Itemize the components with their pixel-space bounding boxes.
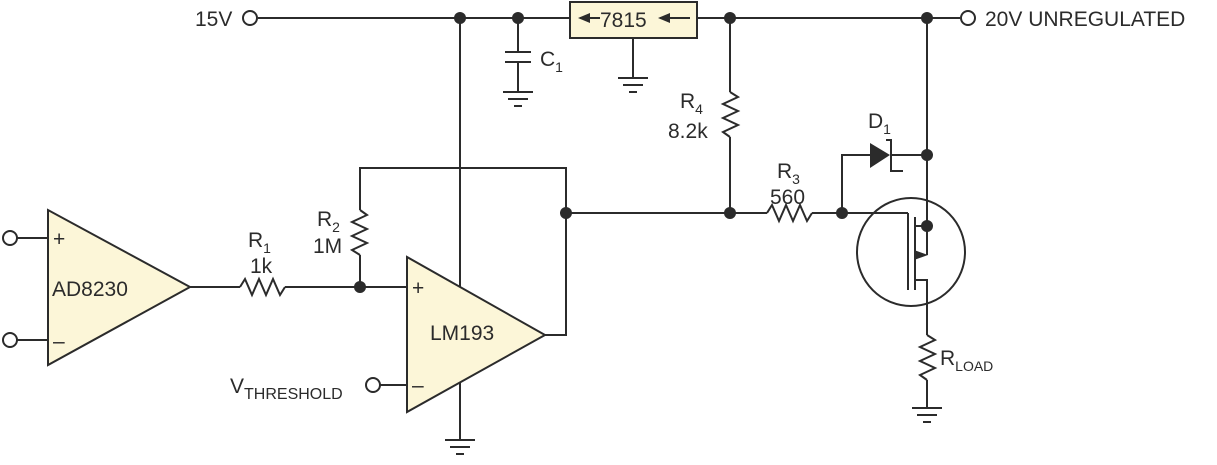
comparator-lm193: LM193 + –	[365, 18, 548, 414]
input-terminal-minus	[2, 332, 18, 348]
r3-value: 560	[770, 186, 805, 209]
capacitor-c1	[503, 18, 533, 107]
resistor-r4	[720, 18, 741, 213]
resistor-r1	[190, 276, 407, 298]
r1-label: R1	[248, 229, 271, 256]
ground-icon	[445, 439, 475, 455]
label-15v: 15V	[195, 8, 232, 31]
ground-icon	[618, 77, 648, 93]
regulator-7815: 7815	[569, 1, 698, 93]
svg-text:–: –	[53, 330, 65, 353]
rload-label: RLOAD	[940, 347, 993, 374]
svg-text:–: –	[412, 374, 424, 397]
svg-text:+: +	[53, 228, 65, 251]
lm193-label: LM193	[430, 322, 494, 345]
regulator-label: 7815	[600, 9, 647, 32]
r2-label: R2	[317, 208, 340, 235]
terminal-vthreshold	[365, 377, 381, 393]
ground-icon	[912, 407, 942, 423]
terminal-20v	[960, 10, 976, 26]
r2-value: 1M	[313, 235, 342, 258]
r3-label: R3	[777, 160, 800, 187]
r4-label: R4	[680, 90, 703, 117]
input-terminal-plus	[2, 230, 18, 246]
ground-icon	[503, 91, 533, 107]
terminal-15v	[242, 10, 258, 26]
r4-value: 8.2k	[668, 120, 708, 143]
vthreshold-label: VTHRESHOLD	[230, 375, 343, 403]
mosfet	[856, 18, 966, 335]
ad8230-label: AD8230	[52, 278, 128, 301]
label-20v-unregulated: 20V UNREGULATED	[985, 8, 1185, 31]
resistor-r3	[766, 202, 908, 224]
d1-label: D1	[868, 110, 891, 137]
zener-diode-d1	[841, 139, 933, 213]
amplifier-ad8230: AD8230 + –	[2, 208, 193, 367]
resistor-r2	[349, 167, 567, 336]
resistor-rload	[912, 334, 942, 423]
c1-label: C1	[540, 48, 563, 75]
r1-value: 1k	[250, 255, 273, 278]
svg-text:+: +	[412, 277, 424, 300]
